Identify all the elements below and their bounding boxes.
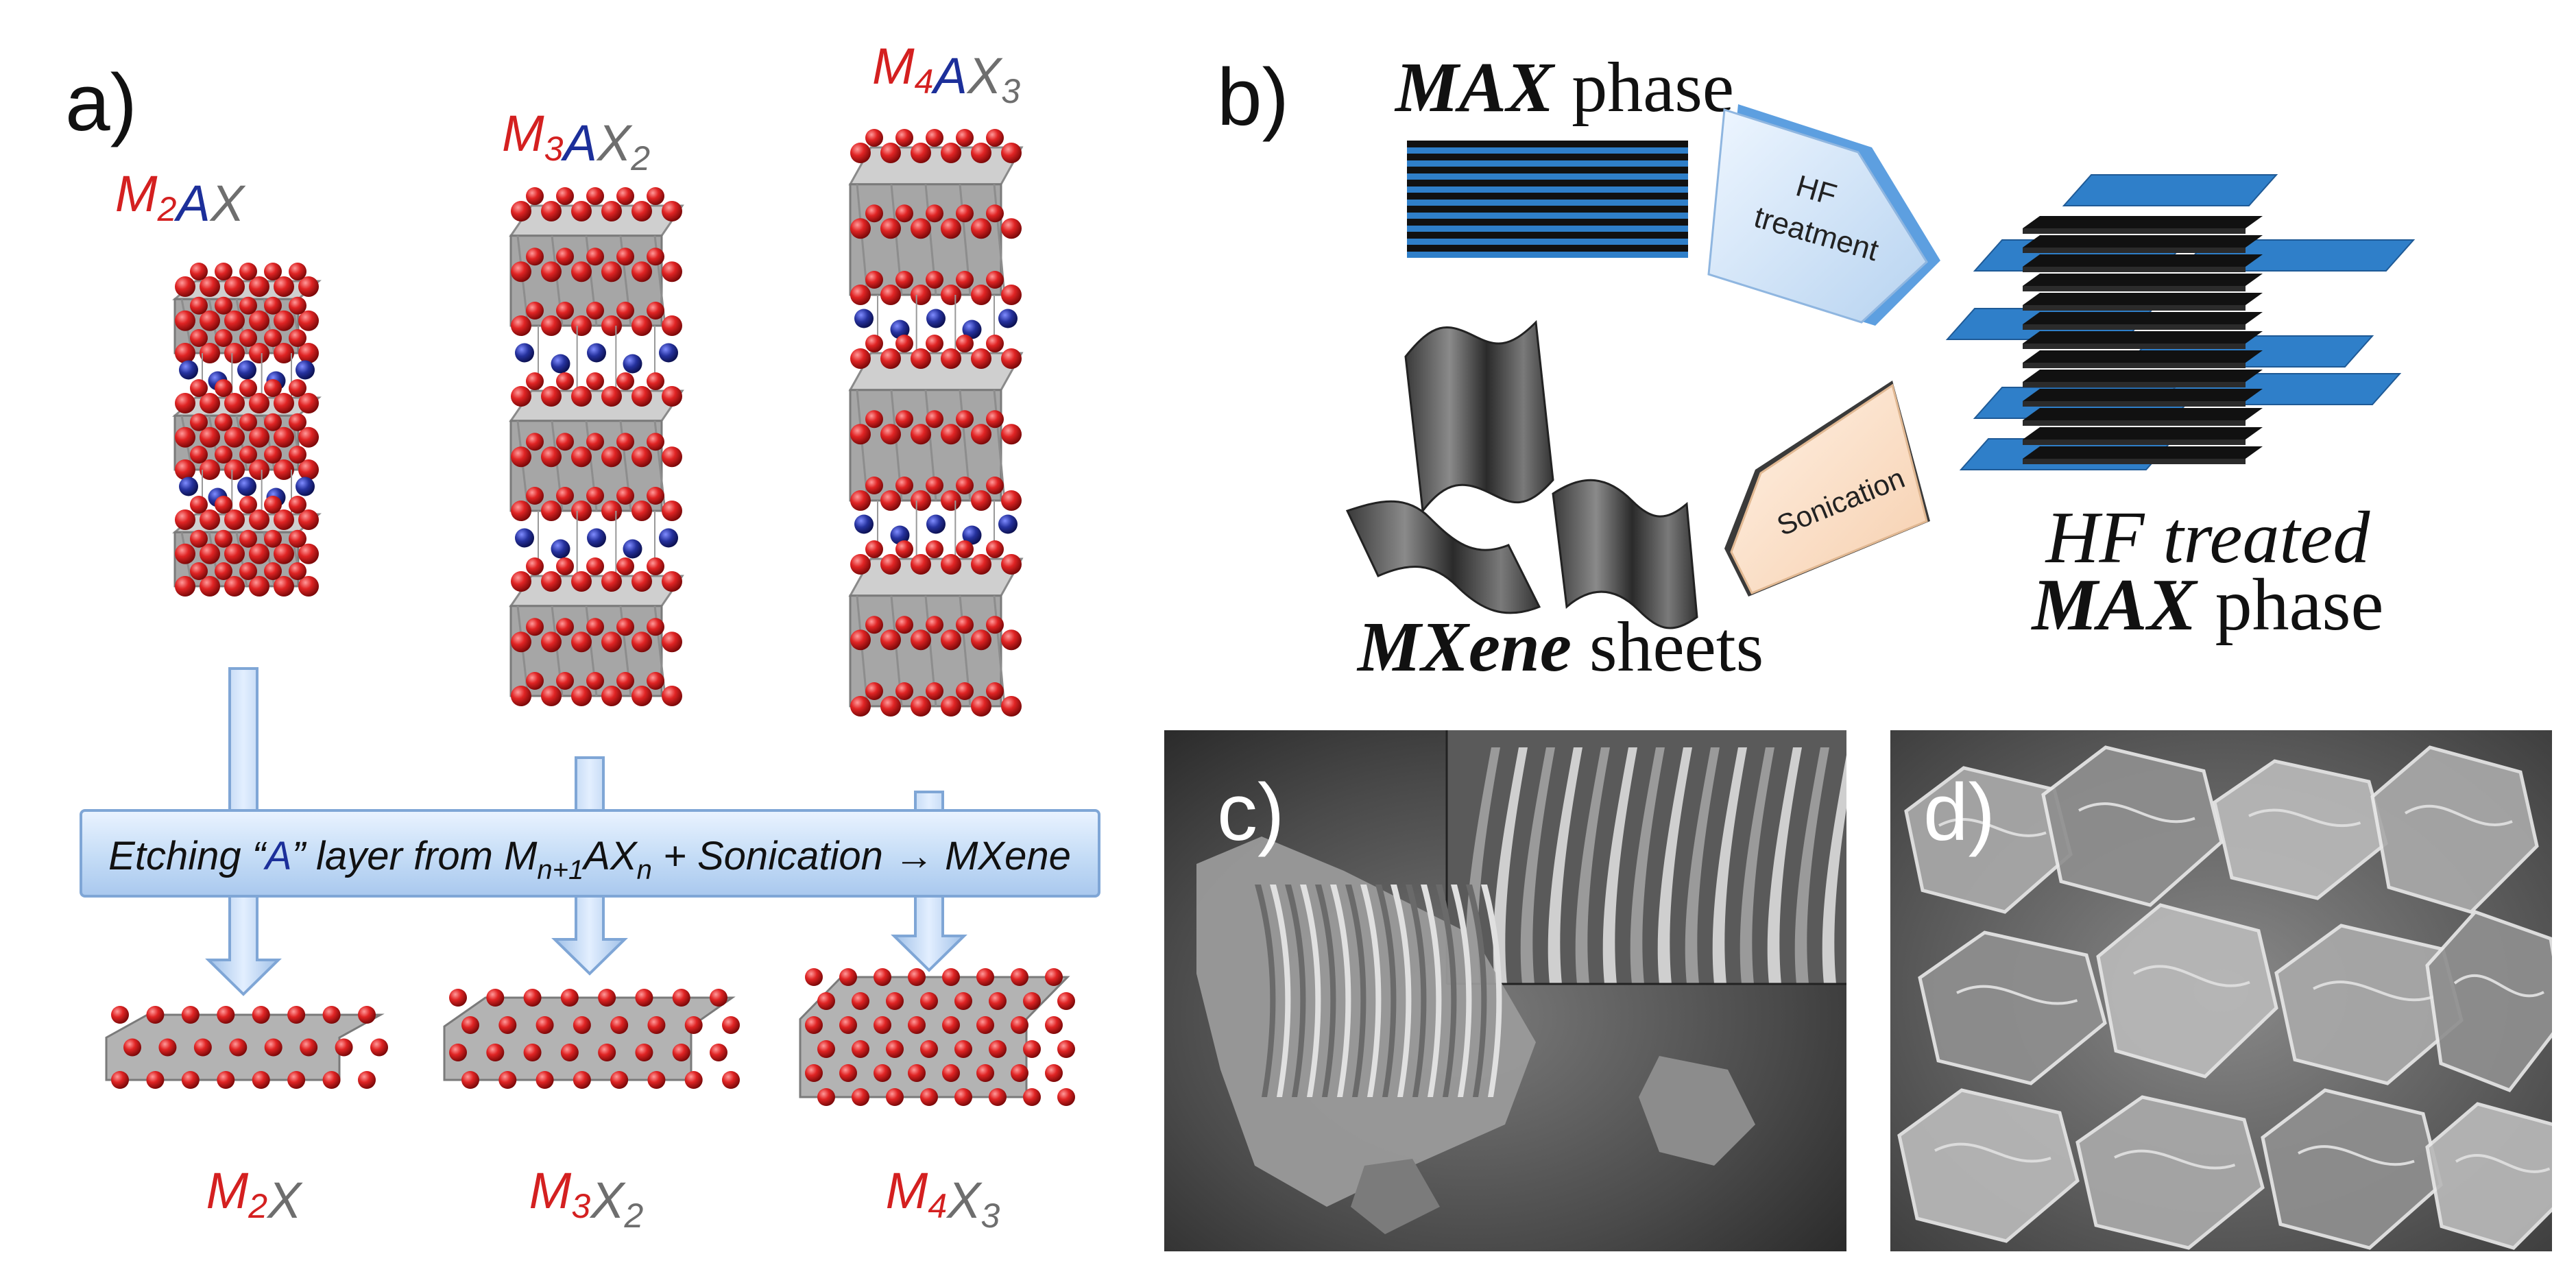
panel-d: d) — [1890, 730, 2552, 1251]
formula-m3x2: M3X2 — [529, 1162, 644, 1235]
panel-c: c) — [1164, 730, 1846, 1251]
max-phase-stack — [1407, 141, 1688, 258]
mxene-sheet-2 — [1345, 500, 1541, 614]
panel-d-label: d) — [1923, 767, 1995, 858]
formula-m4ax3: M4AX3 — [872, 38, 1020, 110]
etching-banner-text: Etching “A” layer from Mn+1AXn + Sonicat… — [108, 834, 1071, 885]
mxene-sheet-1 — [1404, 320, 1554, 514]
panel-a: a) M2AX M3AX2 M4AX3 Etching “A” layer fr… — [65, 38, 1100, 1235]
crystal-structures — [105, 129, 1075, 1106]
hf-treatment-arrow: HF treatment — [1707, 104, 1940, 326]
mxene-sheets-title: MXene sheets — [1356, 608, 1764, 686]
inset-layers — [1445, 730, 1846, 985]
max-phase-title: MAX phase — [1394, 48, 1734, 127]
formula-m3ax2: M3AX2 — [502, 105, 650, 178]
formula-m4x3: M4X3 — [886, 1162, 1000, 1235]
mxene-sheet-3 — [1552, 479, 1698, 629]
hf-treated-title-line1: HF treated — [2045, 497, 2371, 579]
particle-layers — [1255, 885, 1502, 1097]
crumpled-flakes — [1897, 745, 2552, 1250]
sonication-arrow: Sonication — [1724, 381, 1930, 597]
panel-c-label: c) — [1217, 767, 1284, 858]
panel-b-label: b) — [1217, 52, 1289, 143]
panel-b: b) MAX phase HF treatment Sonication — [1217, 48, 2416, 686]
panel-a-label: a) — [65, 58, 137, 148]
hf-treated-stack — [1945, 174, 2416, 470]
hf-treated-title-line2: MAX phase — [2030, 564, 2383, 646]
formula-m2ax: M2AX — [115, 165, 246, 232]
formula-m2x: M2X — [206, 1162, 303, 1229]
etching-banner: Etching “A” layer from Mn+1AXn + Sonicat… — [80, 809, 1100, 898]
